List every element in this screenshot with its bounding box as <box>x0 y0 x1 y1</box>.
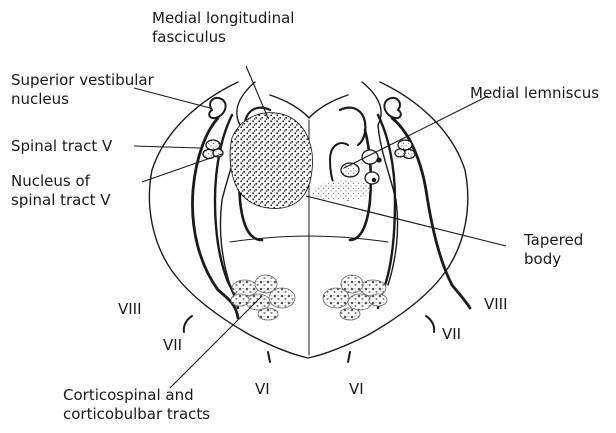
label-corticospinal-corticobulbar: Corticospinal and corticobulbar tracts <box>63 386 210 424</box>
label-medial-lemniscus: Medial lemniscus <box>470 84 599 103</box>
label-nucleus-spinal-tract-v: Nucleus of spinal tract V <box>11 172 111 210</box>
label-nsv-line1: Nucleus of <box>11 172 111 191</box>
label-mlf-line2: fasciculus <box>152 28 294 47</box>
leader-spinal-tract <box>134 146 200 148</box>
leader-corticospinal <box>170 296 262 388</box>
nerve-label-left-vi: VI <box>255 380 270 398</box>
left-stippled-region <box>230 113 313 209</box>
label-superior-vestibular-nucleus: Superior vestibular nucleus <box>11 71 154 109</box>
left-corticospinal-cluster <box>231 275 295 320</box>
right-superior-vestibular-loop <box>384 98 400 118</box>
label-nsv-line2: spinal tract V <box>11 191 111 210</box>
label-sv-line1: Superior vestibular <box>11 71 154 90</box>
nerve-label-right-vii: VII <box>442 325 461 343</box>
leader-tapered-body <box>306 196 506 246</box>
label-ml-text: Medial lemniscus <box>470 84 599 103</box>
label-mlf-line1: Medial longitudinal <box>152 9 294 28</box>
label-medial-longitudinal-fasciculus: Medial longitudinal fasciculus <box>152 9 294 47</box>
label-sv-line2: nucleus <box>11 90 154 109</box>
right-faint-stipple <box>312 180 370 201</box>
label-tapered-body: Tapered body <box>524 231 583 269</box>
label-spinal-tract-v: Spinal tract V <box>11 137 112 156</box>
nerve-label-left-viii: VIII <box>118 300 142 318</box>
label-cs-line2: corticobulbar tracts <box>63 405 210 424</box>
nerve-label-right-vi: VI <box>349 380 364 398</box>
label-cs-line1: Corticospinal and <box>63 386 210 405</box>
right-corticospinal-cluster <box>323 275 387 320</box>
leader-mlf <box>246 66 268 118</box>
leader-nucleus-spinal <box>142 154 222 182</box>
label-tb-line2: body <box>524 250 583 269</box>
label-tb-line1: Tapered <box>524 231 583 250</box>
left-vi-root <box>268 352 270 362</box>
right-abducens-fibers <box>340 108 365 145</box>
nerve-label-right-viii: VIII <box>484 295 508 313</box>
left-superior-vestibular-loop <box>209 98 225 118</box>
right-vii-root <box>426 316 434 332</box>
label-spinal-tract-text: Spinal tract V <box>11 137 112 156</box>
left-vii-root <box>184 316 192 332</box>
left-spinal-tract-v <box>203 140 223 159</box>
right-vi-root <box>348 352 350 362</box>
right-spinal-tract-v <box>395 140 415 159</box>
nerve-label-left-vii: VII <box>163 336 182 354</box>
